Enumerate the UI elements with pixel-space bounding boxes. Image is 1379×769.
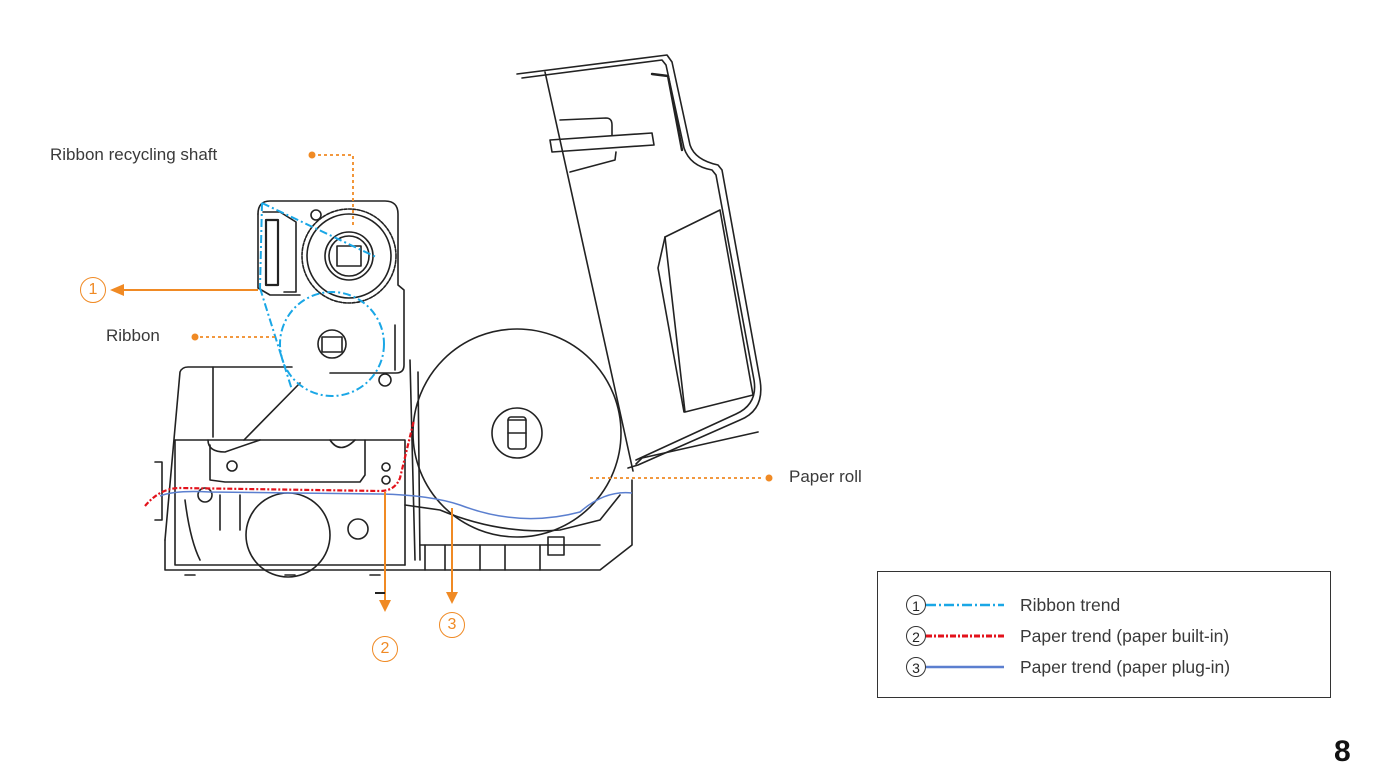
legend-line-paper-built-in	[926, 634, 1004, 638]
exit-arrows	[110, 284, 458, 612]
printer-base	[154, 359, 633, 578]
arrow-paper-built-in-head	[379, 600, 391, 612]
callout-dot-ribbon	[191, 333, 199, 341]
legend-label-paper-plug-in: Paper trend (paper plug-in)	[1020, 656, 1231, 677]
legend-item-ribbon-trend: 1 Ribbon trend	[906, 592, 1120, 618]
legend: 1 Ribbon trend 2 Paper trend (paper buil…	[877, 571, 1331, 698]
callout-dot-paper-roll	[765, 474, 773, 482]
paper-roll	[412, 328, 622, 538]
marker-paper-plug-in-exit: 3	[439, 612, 465, 638]
legend-marker-3: 3	[906, 657, 926, 677]
printer-top-cover	[516, 54, 762, 472]
legend-item-paper-plug-in: 3 Paper trend (paper plug-in)	[906, 654, 1230, 680]
legend-item-paper-built-in: 2 Paper trend (paper built-in)	[906, 623, 1229, 649]
callout-ribbon: Ribbon	[106, 326, 160, 345]
legend-line-ribbon	[926, 603, 1004, 607]
legend-marker-2: 2	[906, 626, 926, 646]
marker-ribbon-exit: ①1	[80, 277, 106, 303]
legend-line-paper-plug-in	[926, 665, 1004, 669]
callout-dot-ribbon-recycling-shaft	[308, 151, 316, 159]
legend-label-ribbon-trend: Ribbon trend	[1020, 594, 1121, 615]
callout-paper-roll: Paper roll	[789, 467, 862, 486]
callout-leaders	[200, 154, 763, 479]
marker-paper-built-in-exit: 2	[372, 636, 398, 662]
page-number: 8	[1334, 735, 1351, 768]
arrow-paper-plug-in-head	[446, 592, 458, 604]
paper-plug-in-path	[159, 490, 633, 520]
arrow-ribbon-exit-head	[110, 284, 124, 296]
ribbon-trend-path	[259, 202, 385, 397]
paper-built-in-path	[144, 419, 416, 507]
legend-marker-1: 1	[906, 595, 926, 615]
legend-label-paper-built-in: Paper trend (paper built-in)	[1020, 625, 1230, 646]
callout-ribbon-recycling-shaft: Ribbon recycling shaft	[50, 145, 218, 164]
ribbon-mechanism	[257, 200, 405, 387]
